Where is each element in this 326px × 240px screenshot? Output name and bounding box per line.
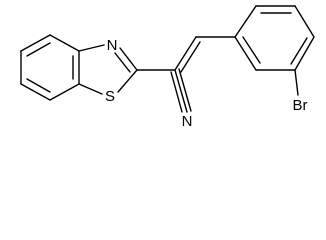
benzo-ring: [20, 34, 80, 101]
thiazole-nitrogen-label: N: [107, 37, 118, 54]
chemical-structure-diagram: N S N Br: [20, 5, 315, 130]
bromine-label: Br: [293, 97, 308, 114]
atom-labels: N S N Br: [105, 37, 308, 130]
nitrile-nitrogen-label: N: [182, 113, 193, 130]
bromophenyl-ring: [234, 5, 315, 96]
thiazole-ring: [78, 44, 138, 95]
vinyl-nitrile-chain: [136, 36, 236, 113]
sulfur-label: S: [105, 88, 115, 105]
